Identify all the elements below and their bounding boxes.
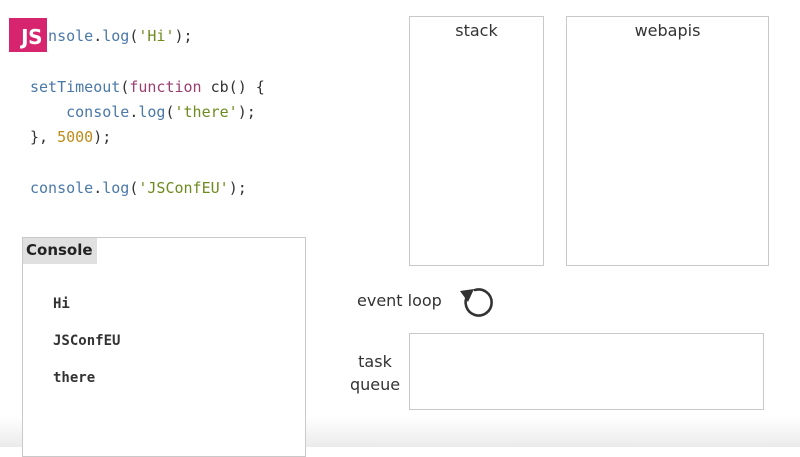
code-token: . xyxy=(129,102,139,121)
code-line: console.log('Hi'); xyxy=(30,24,265,49)
console-output: Hi JSConfEU there xyxy=(53,296,120,407)
console-line: there xyxy=(53,370,96,386)
code-token: 'Hi' xyxy=(138,27,175,45)
code-token: . xyxy=(93,27,103,45)
event-loop-label: event loop xyxy=(357,291,442,310)
task-queue-label-line1: task xyxy=(358,352,392,371)
code-token: log xyxy=(102,178,130,197)
code-token: . xyxy=(93,178,103,197)
code-line xyxy=(30,49,265,74)
code-token: 5000 xyxy=(57,128,94,147)
code-token: ( xyxy=(129,27,139,45)
code-token: ); xyxy=(228,178,247,197)
code-token: setTimeout xyxy=(30,77,121,96)
code-token: }, xyxy=(30,128,58,147)
stack-title: stack xyxy=(455,21,498,40)
code-token: log xyxy=(102,27,130,45)
code-token: 'there' xyxy=(174,102,238,121)
code-line: setTimeout(function cb() { xyxy=(30,75,265,100)
code-token: ); xyxy=(237,102,256,121)
code-line: }, 5000); xyxy=(30,125,265,150)
code-token: ( xyxy=(129,178,139,197)
task-queue-label-line2: queue xyxy=(349,375,401,394)
js-logo-text: JS xyxy=(21,25,42,49)
code-token: ( xyxy=(165,102,175,121)
refresh-cycle-icon xyxy=(460,288,493,317)
code-editor: console.log('Hi'); setTimeout(function c… xyxy=(30,24,265,201)
js-logo: JS xyxy=(9,18,47,52)
code-token: console xyxy=(30,178,94,197)
code-line: console.log('JSConfEU'); xyxy=(30,176,265,201)
console-title: Console xyxy=(23,238,97,264)
webapis-panel: webapis xyxy=(566,16,769,266)
task-queue-label: task queue xyxy=(346,350,404,396)
code-token: log xyxy=(138,102,166,121)
console-panel: Console Hi JSConfEU there xyxy=(22,237,306,457)
code-token: function xyxy=(129,77,202,96)
code-line xyxy=(30,150,265,175)
stack-panel: stack xyxy=(409,16,544,266)
code-token: ); xyxy=(93,128,112,147)
console-line: Hi xyxy=(53,296,70,312)
webapis-title: webapis xyxy=(634,21,701,40)
code-token: 'JSConfEU' xyxy=(138,178,229,197)
task-queue-panel xyxy=(409,333,764,410)
console-line: JSConfEU xyxy=(53,333,121,349)
code-line: console.log('there'); xyxy=(30,100,265,125)
code-token: ); xyxy=(174,27,193,45)
code-token: cb() { xyxy=(201,77,265,96)
code-token xyxy=(30,103,66,121)
code-token: ( xyxy=(120,77,130,96)
code-token: console xyxy=(66,102,130,121)
